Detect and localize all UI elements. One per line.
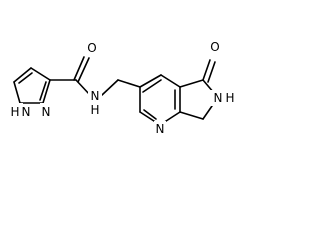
atom-n-lactam: N [214,91,223,105]
bond-py-n-c2-double [143,109,157,120]
bond-carbonyl-o-double [77,57,90,83]
bond-n6-c7 [202,105,213,120]
bond-c3-n2 [42,79,51,104]
atom-n-amide-h: H [90,103,99,117]
bond-c4-c3 [30,67,51,81]
bond-c5-o [202,59,211,81]
bond-py-c3-c4-double [142,79,162,93]
bond-c3-n2-double [39,81,47,101]
atom-o-amide: O [87,41,96,55]
bond-ch2-pyridine [117,79,141,88]
bond-n-ch2 [101,79,119,96]
bond-c5-c4-double [18,72,33,84]
bond-py-c3-c4 [139,74,162,88]
bond-carbonyl-n [75,79,91,96]
bond-n1-c5 [13,81,21,104]
atom-labels: H N N O N H O N H N [9,40,236,137]
molecule-structure: H N N O N H O N H N [9,40,236,137]
atom-o-lactam: O [210,40,219,54]
atom-n-amide: N [91,89,100,103]
bond-py-c4-c4a [160,74,181,88]
bond-c5-o-double [207,61,216,83]
bond-c4a-c5 [179,79,204,88]
atom-n-lactam-h: H [225,91,234,105]
atom-n-pyridine: N [156,122,165,136]
atom-n-pyrazole-nh: N [22,105,31,119]
atom-n-pyrazole-h: H [10,105,19,119]
bond-carbonyl-o [73,56,85,81]
atom-n-pyrazole: N [42,105,51,119]
bonds [13,56,216,124]
bond-c7-c7a [179,111,204,120]
bond-c5-c4 [13,67,32,83]
